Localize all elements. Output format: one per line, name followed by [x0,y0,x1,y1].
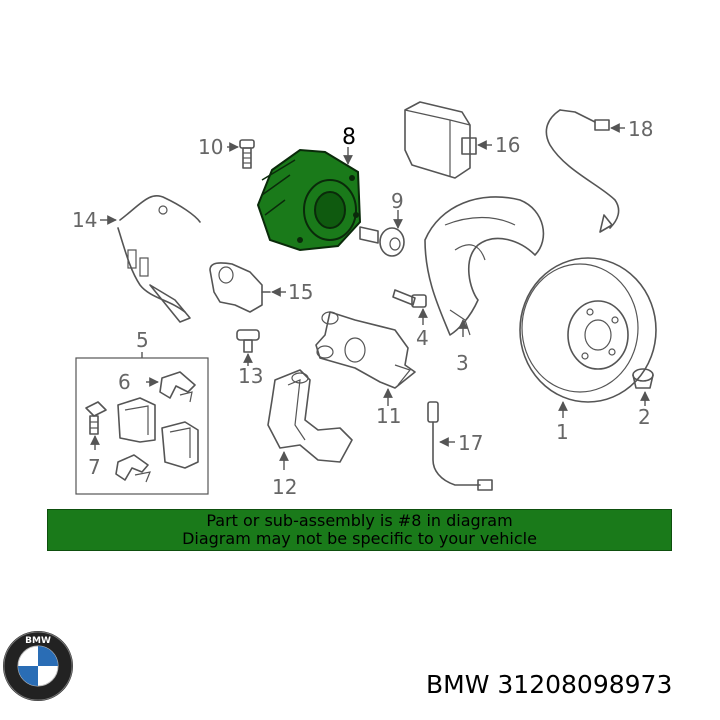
callout-12[interactable]: 12 [272,475,297,499]
banner-line-1: Part or sub-assembly is #8 in diagram [206,511,513,530]
part-5-pad-set[interactable] [75,352,209,495]
part-14-sensor-cable[interactable] [117,195,201,323]
part-9-stud[interactable] [359,226,405,257]
part-17-wear-sensor[interactable] [427,401,493,491]
callout-14[interactable]: 14 [72,208,97,232]
callout-9[interactable]: 9 [391,189,404,213]
callout-8[interactable]: 8 [342,125,356,150]
callout-4[interactable]: 4 [416,326,429,350]
part-1-brake-disc[interactable] [519,257,657,403]
callout-10[interactable]: 10 [198,135,223,159]
callout-16[interactable]: 16 [495,133,520,157]
part-18-abs-sensor[interactable] [545,109,620,233]
callout-17[interactable]: 17 [458,431,483,455]
part-11-caliper[interactable] [315,311,416,389]
logo-text: BMW [25,636,51,646]
callout-1[interactable]: 1 [556,420,569,444]
callout-2[interactable]: 2 [638,405,651,429]
part-2-screw[interactable] [632,368,654,389]
callout-3[interactable]: 3 [456,351,469,375]
callout-15[interactable]: 15 [288,280,313,304]
part-4-bolt[interactable] [392,289,427,308]
callout-7[interactable]: 7 [88,455,101,479]
part-16-control-unit[interactable] [404,101,477,179]
part-number: BMW 31208098973 [426,670,673,699]
part-12-caliper-carrier[interactable] [267,369,353,463]
banner-line-2: Diagram may not be specific to your vehi… [182,529,537,548]
callout-11[interactable]: 11 [376,404,401,428]
callout-5[interactable]: 5 [136,328,149,352]
part-15-caliper-housing[interactable] [209,262,271,313]
info-banner: Part or sub-assembly is #8 in diagram Di… [47,509,672,551]
part-13-bolt[interactable] [236,329,260,353]
part-3-dust-shield[interactable] [424,196,545,336]
part-6-clip[interactable] [159,371,196,403]
part-10-bolt[interactable] [239,139,255,169]
brake-pad-left[interactable] [117,397,156,443]
brake-pad-right[interactable] [161,421,199,469]
part-8-wheel-hub[interactable] [256,148,362,252]
callout-6[interactable]: 6 [118,370,131,394]
clip-lower[interactable] [115,454,151,483]
callout-18[interactable]: 18 [628,117,653,141]
part-7-bolt[interactable] [85,401,107,435]
bmw-roundel-icon: BMW [3,631,73,701]
callout-13[interactable]: 13 [238,364,263,388]
